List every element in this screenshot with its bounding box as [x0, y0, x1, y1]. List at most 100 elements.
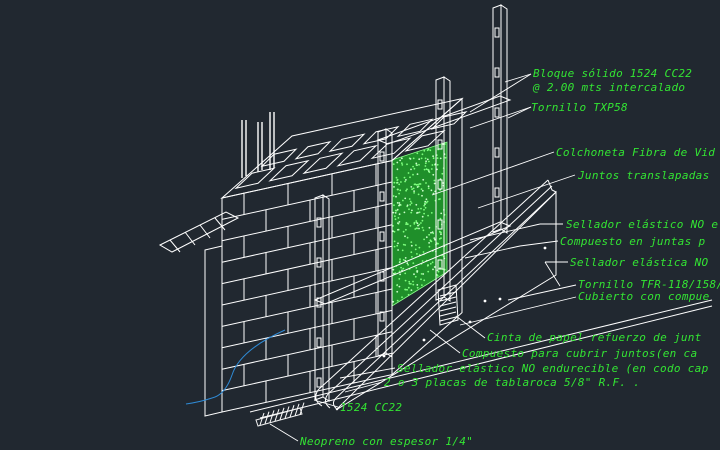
insulation-speck [424, 200, 427, 203]
insulation-speck [410, 202, 413, 205]
insulation-speck [441, 172, 444, 175]
neoprene-hatch [284, 406, 290, 419]
insulation-speck [440, 233, 442, 236]
insulation-speck [404, 288, 406, 291]
insulation-speck [406, 163, 408, 166]
insulation-speck [436, 168, 438, 171]
insulation-speck [407, 293, 410, 296]
insulation-speck [408, 208, 410, 211]
insulation-speck [410, 283, 412, 285]
insulation-speck [425, 160, 427, 163]
insulation-speck [403, 176, 406, 179]
insulation-speck [399, 189, 402, 192]
insulation-speck [423, 212, 425, 215]
stud-knockout [316, 257, 322, 268]
insulation-speck [417, 211, 419, 214]
insulation-speck [402, 267, 405, 270]
insulation-speck [439, 157, 442, 160]
insulation-speck [393, 186, 395, 188]
insulation-speck [440, 237, 442, 240]
block-wall [204, 97, 468, 417]
neoprene-hatch [294, 403, 300, 417]
insulation-speck [418, 158, 421, 161]
block-course-line [221, 288, 393, 327]
stud-knockout [316, 337, 322, 348]
insulation-speck [397, 222, 399, 225]
insulation-speck [420, 222, 422, 224]
insulation-speck [406, 204, 409, 207]
stud-rear-flange [443, 76, 451, 302]
insulation-speck [433, 237, 436, 240]
insulation-speck [420, 273, 423, 275]
leader-line [459, 296, 577, 326]
insulation-speck [403, 211, 406, 214]
insulation-speck [402, 199, 404, 202]
insulation-speck [393, 181, 396, 184]
insulation-speck [422, 251, 425, 253]
insulation-speck [428, 160, 430, 163]
insulation-speck [428, 245, 431, 248]
insulation-speck [407, 286, 410, 289]
insulation-speck [420, 188, 423, 191]
insulation-speck [410, 241, 413, 244]
insulation-speck [436, 269, 439, 272]
insulation-speck [407, 172, 410, 174]
neoprene-hatch [264, 411, 270, 424]
joint-hatch [439, 296, 457, 302]
insulation-speck [412, 187, 415, 190]
insulation-speck [406, 288, 408, 291]
insulation-speck [397, 228, 399, 231]
insulation-speck [413, 167, 416, 170]
insulation-speck [413, 192, 415, 194]
leader-line [429, 329, 461, 354]
insulation-speck [394, 272, 397, 274]
label-cinta-papel: Cinta de papel refuerzo de junt [487, 331, 702, 344]
insulation-speck [414, 183, 417, 186]
insulation-speck [402, 230, 405, 233]
insulation-speck [413, 273, 415, 276]
wall-bracket [158, 211, 240, 253]
insulation-speck [409, 158, 412, 160]
screw-dot [422, 338, 426, 342]
leader-line [504, 73, 532, 83]
insulation-speck [423, 238, 425, 241]
leader-line [469, 106, 532, 129]
insulation-speck [427, 214, 429, 217]
joint-hatch [439, 316, 457, 322]
insulation-speck [404, 259, 407, 262]
stud-knockout [437, 259, 443, 270]
insulation-speck [398, 278, 401, 280]
insulation-speck [393, 204, 395, 207]
insulation-speck [431, 164, 434, 166]
label-sellador-1: Sellador elástico NO e [566, 218, 719, 231]
insulation-speck [410, 244, 413, 247]
screw-dot [498, 297, 502, 301]
insulation-speck [392, 230, 394, 233]
insulation-speck [432, 157, 435, 160]
insulation-speck [424, 157, 427, 160]
insulation-speck [395, 181, 398, 184]
insulation-speck [415, 203, 418, 206]
joint-hatch [439, 301, 457, 307]
insulation-speck [418, 246, 421, 249]
leader-line [507, 106, 532, 119]
insulation-speck [415, 244, 417, 247]
board-layer-2 [327, 185, 553, 395]
label-colchoneta: Colchoneta Fibra de Vid [556, 146, 716, 159]
insulation-speck [425, 201, 428, 204]
insulation-speck [412, 165, 414, 168]
insulation-speck [421, 215, 424, 218]
insulation-speck [444, 156, 447, 159]
neoprene-hatch [279, 407, 285, 420]
insulation-speck [393, 272, 395, 275]
leader-line [519, 240, 559, 247]
insulation-speck [421, 219, 424, 222]
label-compuesto-cubrir: Compuesto para cubrir juntos(en ca [462, 347, 698, 360]
insulation-speck [432, 268, 434, 271]
insulation-speck [415, 164, 418, 166]
insulation-speck [394, 218, 397, 221]
insulation-speck [392, 163, 395, 166]
insulation-speck [414, 275, 417, 278]
insulation-speck [416, 186, 419, 188]
